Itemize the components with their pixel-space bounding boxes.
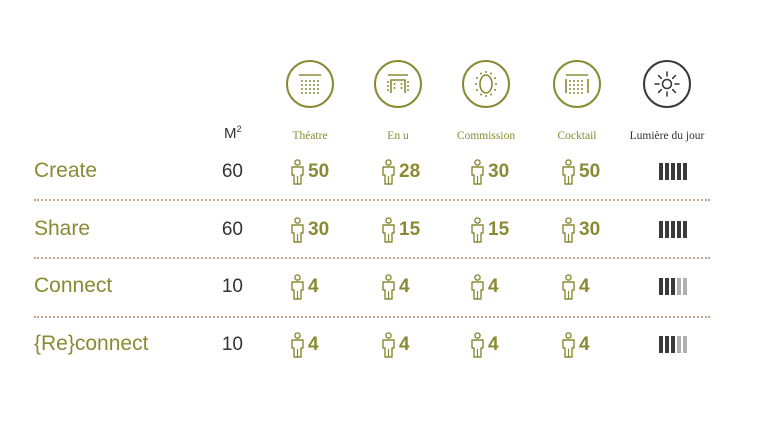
col-label-commission: Commission [456,130,516,142]
person-icon [382,217,395,243]
capacity-commission: 15 [470,217,509,243]
person-icon [291,274,304,300]
person-icon [471,159,484,185]
row-separator [34,257,710,259]
col-label-u: En u [387,130,409,142]
area-header-label: M [224,125,237,142]
capacity-value: 4 [488,276,499,297]
daylight-bar [683,336,687,353]
room-area: 60 [221,219,243,240]
capacity-value: 30 [308,219,330,240]
person-icon [382,159,395,185]
daylight-bar [683,221,687,238]
capacity-value: 4 [579,276,590,297]
daylight-bar [665,278,669,295]
capacity-u: 4 [381,332,410,358]
capacity-value: 15 [488,219,510,240]
room-name: Share [34,217,91,240]
capacity-value: 4 [399,276,410,297]
capacity-u: 15 [381,217,420,243]
capacity-u: 28 [381,159,420,185]
capacity-value: 50 [308,161,330,182]
person-icon [562,332,575,358]
boardroom-layout-icon [462,60,510,108]
room-name: Connect [34,274,113,297]
room-name: {Re}connect [34,332,149,355]
person-icon [291,217,304,243]
capacity-value: 28 [399,161,421,182]
room-area: 60 [221,161,243,182]
daylight-bar [671,336,675,353]
person-icon [291,332,304,358]
col-label-theatre: Théatre [292,130,328,142]
capacity-value: 50 [579,161,601,182]
daylight-bar [665,221,669,238]
capacity-commission: 30 [470,159,509,185]
area-header-sup: 2 [236,124,242,134]
daylight-bar [671,221,675,238]
daylight-bar [671,163,675,180]
capacity-value: 4 [579,334,590,355]
daylight-meter [659,163,687,180]
person-icon [562,274,575,300]
capacity-theatre: 4 [290,332,319,358]
capacity-cocktail: 4 [561,274,590,300]
person-icon [471,274,484,300]
room-area: 10 [221,334,243,355]
capacity-value: 4 [308,334,319,355]
col-label-cocktail: Cocktail [557,130,597,142]
daylight-bar [683,278,687,295]
row-separator [34,199,710,201]
capacity-u: 4 [381,274,410,300]
capacity-cocktail: 30 [561,217,600,243]
capacity-theatre: 4 [290,274,319,300]
daylight-bar [659,221,663,238]
daylight-meter [659,336,687,353]
daylight-bar [677,278,681,295]
theatre-layout-icon [286,60,334,108]
capacity-value: 4 [399,334,410,355]
capacity-theatre: 50 [290,159,329,185]
daylight-bar [659,163,663,180]
capacity-theatre: 30 [290,217,329,243]
capacity-value: 15 [399,219,421,240]
capacity-commission: 4 [470,332,499,358]
person-icon [562,159,575,185]
daylight-meter [659,221,687,238]
capacity-value: 30 [579,219,601,240]
person-icon [471,217,484,243]
capacity-value: 4 [488,334,499,355]
capacity-cocktail: 50 [561,159,600,185]
person-icon [471,332,484,358]
daylight-meter [659,278,687,295]
col-label-daylight: Lumière du jour [629,130,705,142]
person-icon [562,217,575,243]
cocktail-layout-icon [553,60,601,108]
daylight-bar [659,336,663,353]
row-separator [34,316,710,318]
person-icon [291,159,304,185]
capacity-commission: 4 [470,274,499,300]
daylight-bar [665,163,669,180]
daylight-bar [677,163,681,180]
room-area: 10 [221,276,243,297]
u-shape-layout-icon [374,60,422,108]
daylight-bar [671,278,675,295]
capacity-value: 30 [488,161,510,182]
daylight-bar [677,221,681,238]
daylight-bar [665,336,669,353]
person-icon [382,332,395,358]
daylight-bar [677,336,681,353]
sun-icon [643,60,691,108]
person-icon [382,274,395,300]
capacity-value: 4 [308,276,319,297]
area-header: M2 [224,124,242,142]
daylight-bar [683,163,687,180]
capacity-cocktail: 4 [561,332,590,358]
daylight-bar [659,278,663,295]
room-name: Create [34,159,98,182]
